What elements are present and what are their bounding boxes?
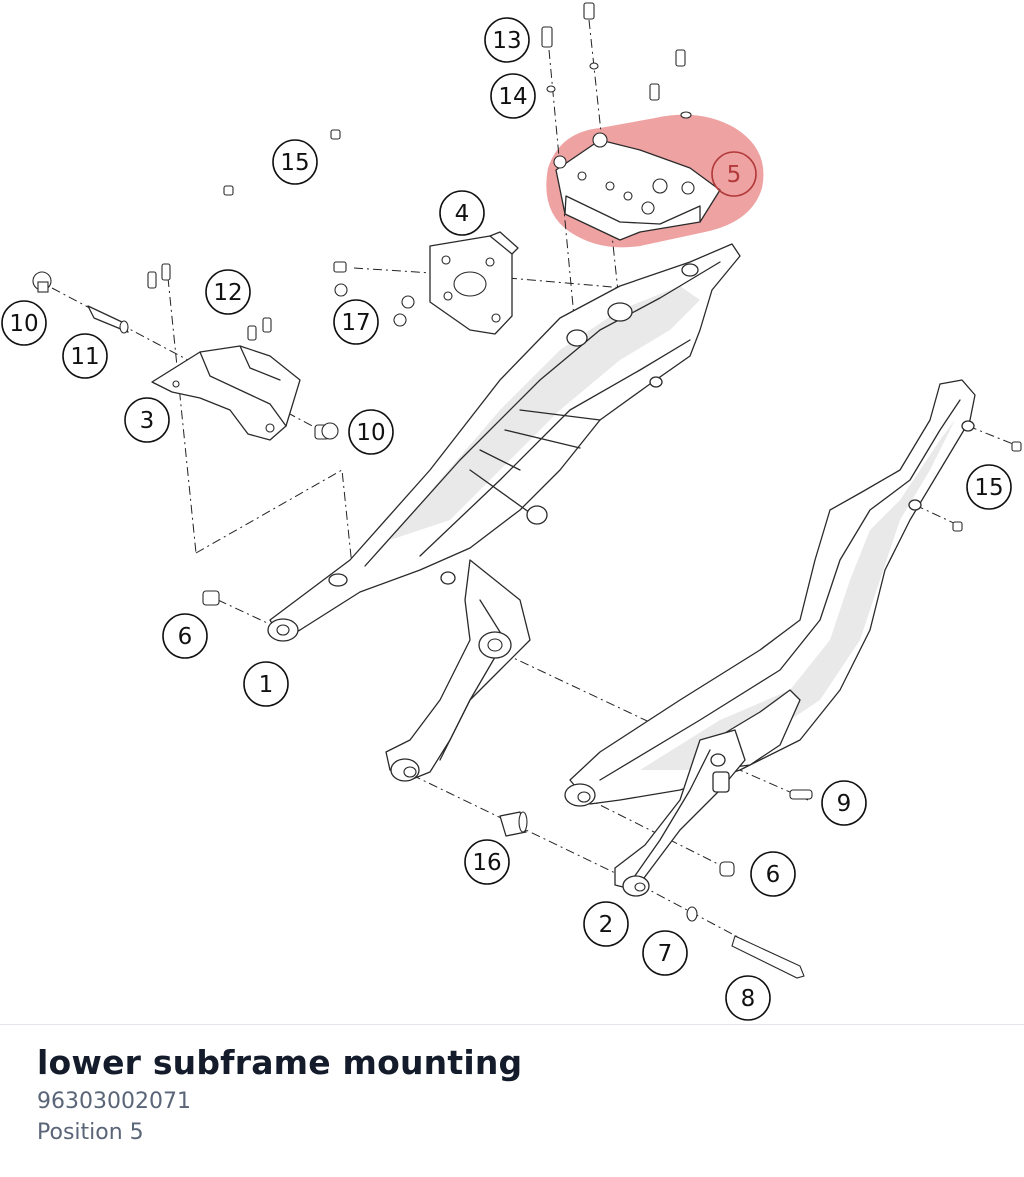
callout-circle [821,780,867,826]
callout-number: 10 [9,311,38,337]
diagram-title: lower subframe mounting [37,1043,523,1082]
callout-3: 3 [124,397,170,443]
callout-circle [124,397,170,443]
part-1-lower-subframe [267,243,741,782]
exploded-parts-diagram: 13 14 15 5 4 12 10 17 11 3 10 15 6 1 9 16 6 2 7 8 [1,2,1022,1021]
callout-circle [711,151,757,197]
callout-number: 12 [213,280,242,306]
callout-circle [272,139,318,185]
callout-number: 5 [727,162,742,188]
callout-circle [62,333,108,379]
callout-10: 10 [348,409,394,455]
callout-labels: 13 14 15 5 4 12 10 17 11 3 10 15 6 1 9 16 6 2 7 8 [1,17,1012,1021]
callout-13: 13 [484,17,530,63]
callout-circle [243,661,289,707]
callout-17: 17 [333,299,379,345]
callout-9: 9 [821,780,867,826]
part-2-side-subframe [564,379,976,897]
callout-circle [583,901,629,947]
callout-15: 15 [272,139,318,185]
callout-circle [966,464,1012,510]
callout-number: 3 [140,408,155,434]
callout-4: 4 [439,190,485,236]
callout-number: 7 [658,941,673,967]
callout-16: 16 [464,839,510,885]
callout-6: 6 [162,613,208,659]
callout-number: 10 [356,420,385,446]
callout-10: 10 [1,300,47,346]
callout-number: 8 [741,986,756,1012]
callout-number: 14 [498,84,527,110]
callout-number: 2 [599,912,614,938]
diagram-caption: lower subframe mounting 96303002071 Posi… [37,1040,522,1148]
callout-number: 4 [455,201,470,227]
callout-number: 16 [472,850,501,876]
part-16-bushing [499,811,528,837]
callout-7: 7 [642,930,688,976]
callout-circle [162,613,208,659]
callout-1: 1 [243,661,289,707]
callout-circle [484,17,530,63]
callout-number: 15 [280,150,309,176]
part-11-sleeve [87,305,129,334]
callout-circle [348,409,394,455]
callout-number: 6 [178,624,193,650]
part-5-mounting-plate [553,132,721,241]
callout-circle [725,975,771,1021]
callout-circle [642,930,688,976]
callout-circle [205,269,251,315]
part-4-bracket [429,231,519,335]
callout-15: 15 [966,464,1012,510]
position-label: Position 5 [37,1120,144,1145]
callout-circle [464,839,510,885]
callout-circle [439,190,485,236]
callout-number: 17 [341,310,370,336]
callout-14: 14 [490,73,536,119]
callout-12: 12 [205,269,251,315]
callout-number: 11 [70,344,99,370]
callout-number: 15 [974,475,1003,501]
callout-number: 9 [837,791,852,817]
callout-number: 1 [259,672,274,698]
part-number: 96303002071 [37,1089,191,1114]
callout-circle [1,300,47,346]
callout-2: 2 [583,901,629,947]
callout-number: 13 [492,28,521,54]
caption-divider [0,1024,1024,1025]
callout-circle [750,851,796,897]
part-3-bracket [151,345,301,441]
callout-number: 6 [766,862,781,888]
callout-5: 5 [711,151,757,197]
callout-8: 8 [725,975,771,1021]
callout-11: 11 [62,333,108,379]
callout-circle [333,299,379,345]
callout-6: 6 [750,851,796,897]
fasteners [32,2,1022,979]
callout-circle [490,73,536,119]
